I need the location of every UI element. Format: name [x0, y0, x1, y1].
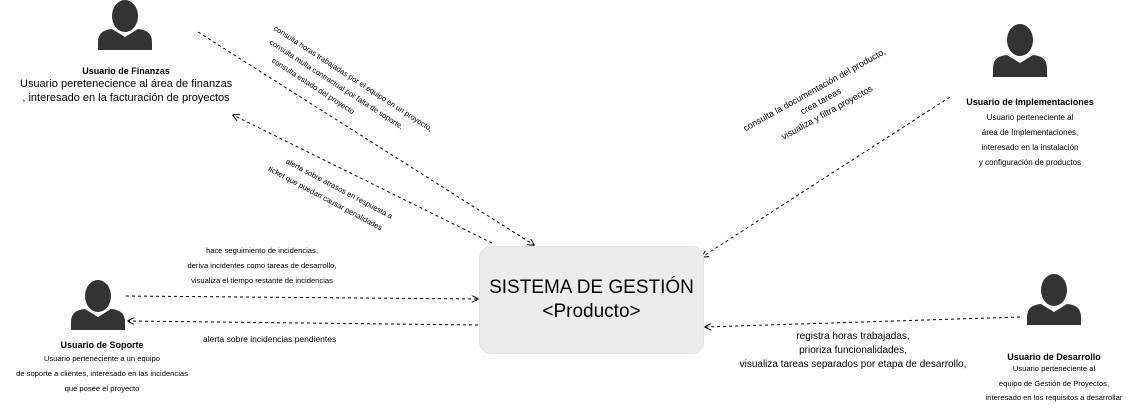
arrow-soporte-to-system [125, 296, 478, 299]
actor-soporte-title: Usuario de Soporte [60, 340, 144, 350]
label-finanzas-to-system: consulta horas trabajadas por el equipo … [255, 22, 435, 159]
actor-finanzas-desc-2: , interesado en la facturación de proyec… [22, 92, 230, 104]
actor-soporte: Usuario de Soporte Usuario perteneciente… [4, 340, 200, 396]
actor-implementaciones-desc-1: Usuario perteneciente al [986, 113, 1074, 122]
actor-desarrollo-desc-3: interesado en los requisitos a desarroll… [985, 393, 1123, 402]
actor-finanzas: Usuario de Finanzas Usuario peretenecien… [20, 66, 232, 105]
actor-desarrollo-desc-1: Usuario perteneciente al [1012, 364, 1096, 373]
label-soporte-to-system-line-2: deriva incidentes como tareas de desarro… [187, 261, 337, 270]
actor-finanzas-desc-1: Usuario peretenecience al área de finanz… [20, 78, 233, 90]
actor-implementaciones-desc-2: área de Implementaciones, [981, 128, 1079, 137]
actor-desarrollo-desc-2: equipo de Gestión de Proyectos, [998, 378, 1110, 388]
actor-implementaciones: Usuario de Implementaciones Usuario pert… [950, 97, 1110, 170]
actor-implementaciones-title: Usuario de Implementaciones [966, 97, 1094, 107]
system-box: SISTEMA DE GESTIÓN <Producto> [479, 246, 704, 354]
actor-soporte-desc-1: Usuario perteneciente a un equipo [43, 354, 161, 363]
actor-implementaciones-desc-3: interesado en la instalación [981, 143, 1079, 152]
actor-finanzas-title: Usuario de Finanzas [82, 66, 170, 76]
label-system-to-soporte: alerta sobre incidencias pendientes [203, 334, 337, 344]
label-desarrollo-to-system-line-3: visualiza tareas separados por etapa de … [739, 359, 967, 370]
label-desarrollo-to-system: registra horas trabajadas, prioriza func… [726, 330, 980, 372]
user-icon [98, 0, 152, 50]
label-impl-to-system: consulta la documentación del producto, … [728, 38, 913, 164]
label-soporte-to-system-line-3: visualiza el tiempo restante de incidenc… [191, 276, 333, 285]
actor-soporte-desc-2: de soporte a clientes, interesado en las… [16, 369, 188, 378]
label-desarrollo-to-system-line-2: prioriza funcionalidades, [799, 345, 907, 356]
actor-desarrollo: Usuario de Desarrollo Usuario pertenecie… [984, 352, 1124, 406]
system-title: SISTEMA DE GESTIÓN [489, 277, 694, 298]
actor-implementaciones-desc-4: y configuración de productos [978, 158, 1082, 167]
label-finanzas-to-system-line-2: consulta multa contractual por falta de … [267, 37, 406, 132]
actor-desarrollo-title: Usuario de Desarrollo [1007, 352, 1101, 362]
label-soporte-to-system-line-1: hace seguimiento de incidencias, [206, 246, 318, 255]
label-desarrollo-to-system-line-1: registra horas trabajadas, [796, 331, 910, 342]
label-impl-to-system-line-2: crea tareas [798, 85, 843, 117]
user-icon [71, 280, 125, 330]
label-soporte-to-system: hace seguimiento de incidencias, deriva … [172, 243, 352, 288]
actor-soporte-desc-3: que posee el proyecto [64, 384, 140, 393]
system-subtitle: <Producto> [542, 301, 641, 322]
arrow-desarrollo-to-system [705, 316, 1021, 327]
user-icon [993, 24, 1047, 77]
arrow-system-to-soporte [128, 321, 479, 326]
label-system-to-finanzas: alerta sobre atrasos en respuesta a tick… [267, 154, 396, 237]
user-icon [1027, 274, 1081, 325]
